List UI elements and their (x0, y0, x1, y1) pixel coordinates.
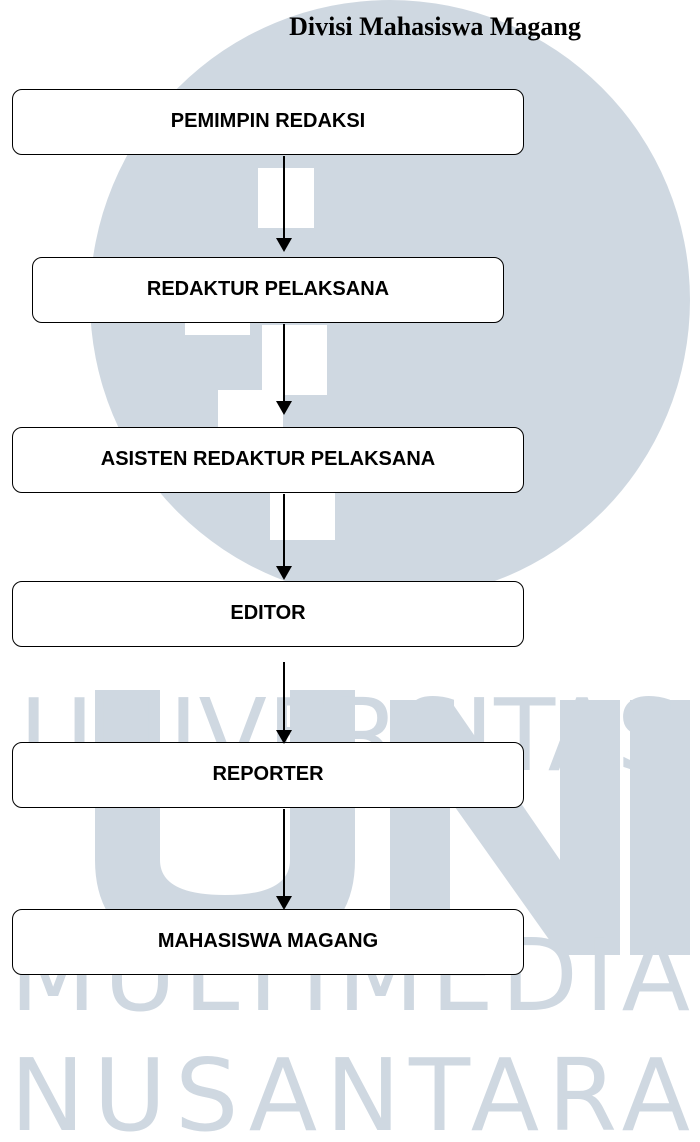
node-reporter: REPORTER (12, 742, 524, 808)
diagram-title: Divisi Mahasiswa Magang (289, 12, 581, 41)
watermark-letter-n (630, 700, 690, 955)
node-mahasiswa-magang: MAHASISWA MAGANG (12, 909, 524, 975)
node-editor: EDITOR (12, 581, 524, 647)
watermark-block (270, 490, 335, 540)
watermark-block (262, 325, 327, 395)
node-label: PEMIMPIN REDAKSI (170, 110, 366, 132)
watermark-line-nusantara: NUSANTARA (10, 1037, 690, 1142)
node-asisten-redaktur-pelaksana: ASISTEN REDAKTUR PELAKSANA (12, 427, 524, 493)
watermark-block (258, 168, 314, 228)
node-redaktur-pelaksana: REDAKTUR PELAKSANA (32, 257, 504, 323)
node-pemimpin-redaksi: PEMIMPIN REDAKSI (12, 89, 524, 155)
node-label: REDAKTUR PELAKSANA (146, 278, 390, 300)
node-label: REPORTER (212, 763, 324, 785)
node-label: ASISTEN REDAKTUR PELAKSANA (100, 448, 436, 470)
node-label: EDITOR (230, 602, 306, 624)
node-label: MAHASISWA MAGANG (157, 930, 379, 952)
